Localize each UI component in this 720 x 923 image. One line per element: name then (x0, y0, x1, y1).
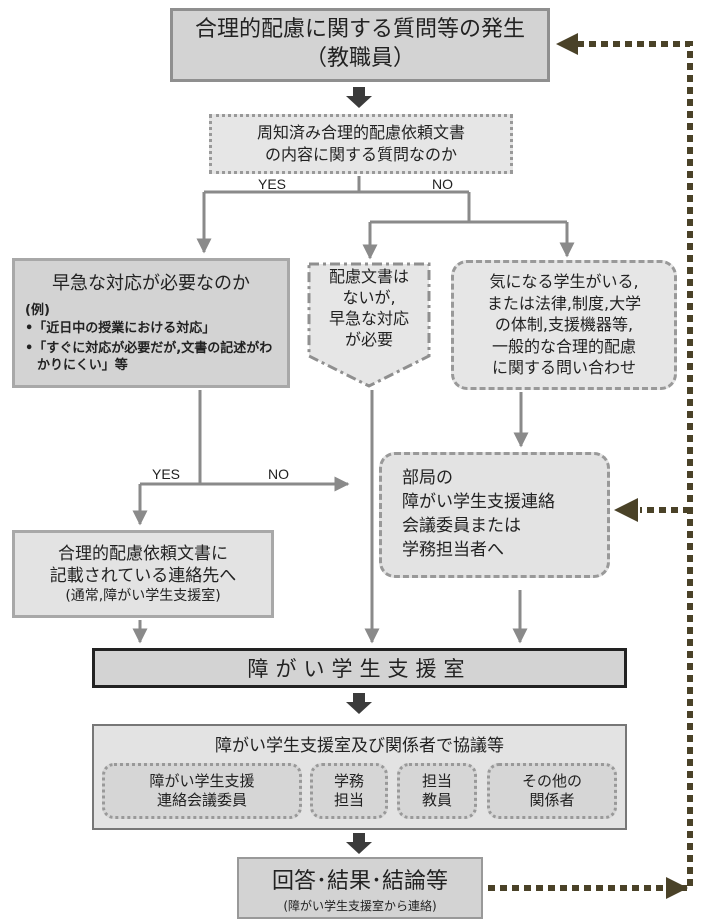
concern-line-1: 気になる学生がいる, (489, 272, 639, 292)
no-form-shape (307, 262, 431, 388)
urgent-example-label: (例) (25, 303, 50, 318)
check-branch-lines (196, 176, 575, 260)
support-office-box: 障がい学生支援室 (92, 648, 627, 688)
dept-line-2: 障がい学生支援連絡 (402, 492, 555, 513)
department-contact-box: 部局の 障がい学生支援連絡 会議委員または 学務担当者へ (379, 452, 610, 578)
form-check-line-2: の内容に関する質問なのか (264, 145, 457, 164)
arrows-into-office (132, 390, 528, 644)
contact-line-1: 合理的配慮依頼文書に (58, 543, 228, 564)
question-occurrence-box: 合理的配慮に関する質問等の発生 （教職員） (170, 8, 550, 82)
member-others-line-1: その他の (521, 771, 582, 790)
urgent-no-label: NO (268, 466, 289, 482)
member-others: その他の 関係者 (487, 763, 617, 819)
member-committee-line-2: 連絡会議委員 (156, 791, 247, 809)
concern-line-5: に関する問い合わせ (491, 358, 636, 378)
concern-line-3: の体制,支援機器等, (494, 315, 634, 335)
member-academic-line-1: 学務 (333, 771, 364, 790)
no-form-line-4: が必要 (344, 329, 393, 349)
no-form-line-3: 早急な対応 (328, 309, 409, 328)
block-arrow-top (346, 87, 372, 108)
discussion-title: 障がい学生支援室及び関係者で協議等 (215, 736, 504, 756)
contact-note: (通常,障がい学生支援室) (65, 588, 221, 604)
block-arrow-discuss (346, 833, 372, 854)
general-inquiry-box: 気になる学生がいる, または法律,制度,大学 の体制,支援機器等, 一般的な合理… (451, 260, 677, 390)
urgent-response-box: 早急な対応が必要なのか (例) •「近日中の授業における対応」 •「すぐに対応が… (12, 258, 290, 388)
no-form-urgent-box: 配慮文書は ないが, 早急な対応 が必要 (307, 262, 431, 356)
member-academic-line-2: 担当 (333, 791, 364, 809)
dept-line-4: 学務担当者へ (402, 539, 504, 560)
no-form-line-1: 配慮文書は (328, 267, 409, 287)
question-occurrence-subtitle: （教職員） (304, 46, 415, 71)
contact-line-2: 記載されている連絡先へ (49, 565, 237, 586)
feedback-arrow (488, 33, 693, 899)
listed-contact-box: 合理的配慮依頼文書に 記載されている連絡先へ (通常,障がい学生支援室) (12, 530, 274, 618)
urgent-branch-lines (132, 390, 350, 526)
question-occurrence-title: 合理的配慮に関する質問等の発生 (194, 17, 525, 43)
urgent-example-2: •「すぐに対応が必要だが,文書の記述がわかりにくい」等 (25, 340, 273, 374)
member-committee-line-1: 障がい学生支援 (149, 771, 255, 790)
dept-line-3: 会議委員または (402, 516, 521, 536)
no-form-line-2: ないが, (342, 288, 396, 308)
dept-line-1: 部局の (402, 468, 453, 489)
concern-line-2: または法律,制度,大学 (486, 293, 642, 313)
result-note: (障がい学生支援室から連絡) (283, 898, 437, 913)
form-check-line-1: 周知済み合理的配慮依頼文書 (256, 122, 465, 142)
urgent-yes-label: YES (152, 466, 181, 482)
member-faculty-line-1: 担当 (421, 771, 452, 790)
block-arrow-office (346, 693, 372, 714)
result-title: 回答･結果･結論等 (271, 868, 448, 894)
member-academic-affairs: 学務 担当 (310, 763, 388, 819)
check-no-label: NO (432, 176, 453, 192)
result-box: 回答･結果･結論等 (障がい学生支援室から連絡) (237, 857, 483, 919)
member-committee: 障がい学生支援 連絡会議委員 (102, 763, 302, 819)
member-faculty: 担当 教員 (397, 763, 477, 819)
urgent-question: 早急な対応が必要なのか (52, 273, 250, 294)
member-others-line-2: 関係者 (529, 791, 575, 809)
check-yes-label: YES (258, 176, 287, 192)
support-office-title: 障がい学生支援室 (247, 657, 472, 681)
concern-line-4: 一般的な合理的配慮 (491, 336, 636, 356)
member-faculty-line-2: 教員 (421, 791, 452, 809)
form-content-check-box: 周知済み合理的配慮依頼文書 の内容に関する質問なのか (209, 114, 513, 174)
urgent-example-1: •「近日中の授業における対応」 (25, 321, 216, 336)
